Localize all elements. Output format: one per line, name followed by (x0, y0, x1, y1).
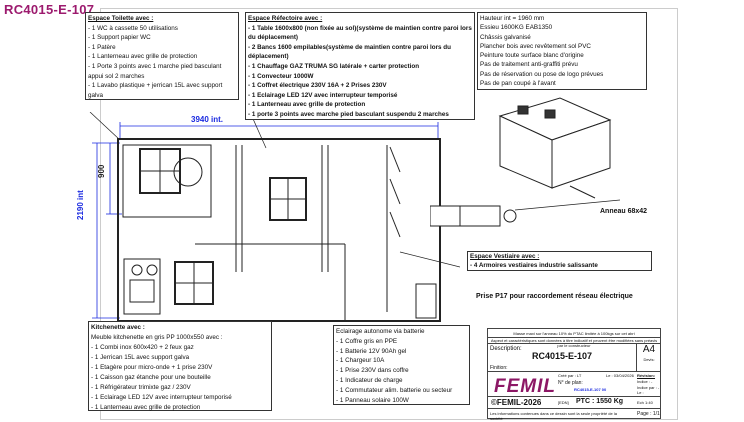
list-item: - 1 Etagère pour micro-onde + 1 prise 23… (91, 364, 213, 371)
title-block: Masse maxi sur l'anneau 10% du PTAC limi… (487, 328, 661, 421)
refectory-space-box: Espace Réfectoire avec : - 1 Table 1600x… (245, 12, 475, 120)
index-date: Le : (637, 390, 644, 395)
plan-number: RC4015-E-107 00 (574, 387, 607, 392)
spec-note: Aspect et caractéristiques sont données … (488, 337, 660, 348)
femil-logo: FEMIL (494, 376, 556, 397)
list-item: - 2 Bancs 1600 empilables(système de mai… (248, 43, 451, 61)
spec-item: Plancher bois avec revêtement sol PVC (480, 42, 591, 50)
ptc-value: PTC : 1550 Kg (576, 398, 624, 405)
description-label: Description: (490, 346, 522, 352)
list-item: Meuble kitchenette en gris PP 1000x550 a… (91, 334, 223, 341)
scale: Ech 1:40 (637, 400, 653, 405)
list-item: - 1 Lanterneau avec grille de protection (91, 404, 201, 411)
spec-item: Pas de pan coupé à l'avant (480, 80, 556, 88)
socket-label: Prise P17 pour raccordement réseau élect… (476, 293, 633, 300)
depth-dimension: 2190 int (76, 190, 85, 220)
list-item: - 1 Lanterneau avec grille de protection (248, 101, 366, 109)
list-item: - 1 Convecteur 1000W (248, 72, 314, 80)
dimension-lines (92, 122, 439, 319)
drawing-frame (100, 8, 678, 420)
list-item: - 1 Indicateur de charge (336, 376, 403, 384)
list-item: - 1 Patère (88, 43, 116, 51)
mass-note: Masse maxi sur l'anneau 10% du PTAC limi… (513, 331, 635, 336)
copyright: ©FEMIL-2026 (491, 398, 542, 407)
width-dimension: 3940 int. (191, 115, 224, 124)
kitchenette-box: Kitchenette avec : Meuble kitchenette en… (88, 321, 272, 411)
list-item: - 1 Batterie 12V 90Ah gel (336, 347, 407, 355)
list-item: - 1 Prise 230V dans coffre (336, 367, 409, 375)
specs-box: Hauteur int = 1960 mm Essieu 1600KG EAB1… (477, 12, 647, 90)
list-item: - 1 Eclairage LED 12V avec interrupteur … (248, 91, 398, 99)
toilet-dimension: 900 (97, 164, 106, 178)
refectory-heading: Espace Réfectoire avec : (248, 15, 323, 22)
kitchenette-heading: Kitchenette avec : (91, 324, 145, 331)
created-by: Créé par : LT (558, 373, 582, 378)
list-item: - 1 Chauffage GAZ TRUMA SG latérale + ca… (248, 62, 420, 70)
index: Indice : - (637, 379, 653, 384)
list-item: - 1 Chargeur 10A (336, 357, 385, 365)
date: Le : 03/04/2026 (606, 373, 634, 378)
list-item: - 1 WC à cassette 50 utilisations (88, 24, 178, 32)
spec-item: Hauteur int = 1960 mm (480, 15, 545, 22)
list-item: - 1 Réfrigérateur trimixte gaz / 230V (91, 384, 191, 391)
finish-label: Finition: (490, 365, 508, 371)
ring-label: Anneau 68x42 (600, 208, 648, 215)
list-item: - 1 Lavabo plastique + jerrican 15L avec… (88, 82, 223, 99)
locker-heading: Espace Vestiaire avec : (470, 253, 540, 260)
list-item: - 1 Lanterneau avec grille de protection (88, 53, 198, 61)
revision-label: Révision: (637, 373, 656, 378)
list-item: - 1 Coffre gris en PPE (336, 337, 398, 345)
spec-item: Peinture toute surface blanc d'origine (480, 52, 584, 60)
list-item: - 1 Caisson gaz étanche pour une bouteil… (91, 374, 211, 381)
spec-item: Pas de réservation ou pose de logo prévu… (480, 70, 604, 78)
list-item: - 4 Armoires vestiaires industrie saliss… (470, 261, 598, 269)
floor-plan (89, 112, 460, 322)
list-item: - 1 Combi inox 600x420 + 2 feux gaz (91, 344, 194, 351)
list-item: - 1 Porte 3 points avec 1 marche pied ba… (88, 62, 222, 80)
footer-note: Les informations contenues dans ce dessi… (490, 411, 617, 421)
description-value: RC4015-E-107 (532, 351, 593, 361)
unit: [EDN] (558, 400, 569, 405)
locker-space-box: Espace Vestiaire avec : - 4 Armoires ves… (467, 251, 652, 271)
toilet-space-box: Espace Toilette avec : - 1 WC à cassette… (85, 12, 239, 100)
list-item: - 1 Table 1600x800 (non fixée au sol)(sy… (248, 24, 472, 42)
list-item: - 1 Eclairage LED 12V avec interrupteur … (91, 394, 232, 401)
list-item: - 1 Coffret électrique 230V 16A + 2 Pris… (248, 82, 387, 90)
index-by: Indice par : - (637, 385, 660, 390)
list-item: - 1 Jerrican 15L avec support galva (91, 354, 190, 361)
list-item: Eclairage autonome via batterie (336, 328, 425, 335)
list-item: - 1 Commutateur alim. batterie ou secteu… (336, 386, 453, 394)
spec-item: Châssis galvanisé (480, 33, 531, 41)
list-item: - 1 Panneau solaire 100W (336, 396, 409, 404)
lighting-box: Eclairage autonome via batterie - 1 Coff… (333, 325, 470, 405)
spec-item: Pas de traitement anti-graffiti prévu (480, 61, 578, 69)
list-item: - 1 Support papier WC (88, 34, 151, 42)
spec-item: Essieu 1600KG EAB1350 (480, 24, 553, 32)
plan-number-label: N° de plan: (558, 380, 583, 386)
format-value: A4 (642, 344, 656, 355)
devis-label: Devis: (643, 357, 655, 362)
document-title: RC4015-E-107 (4, 2, 95, 17)
page-number: Page : 1/1 (637, 411, 660, 417)
trailer-illustration (430, 97, 621, 227)
list-item: - 1 porte 3 points avec marche pied basc… (248, 110, 449, 118)
toilet-heading: Espace Toilette avec : (88, 15, 154, 22)
